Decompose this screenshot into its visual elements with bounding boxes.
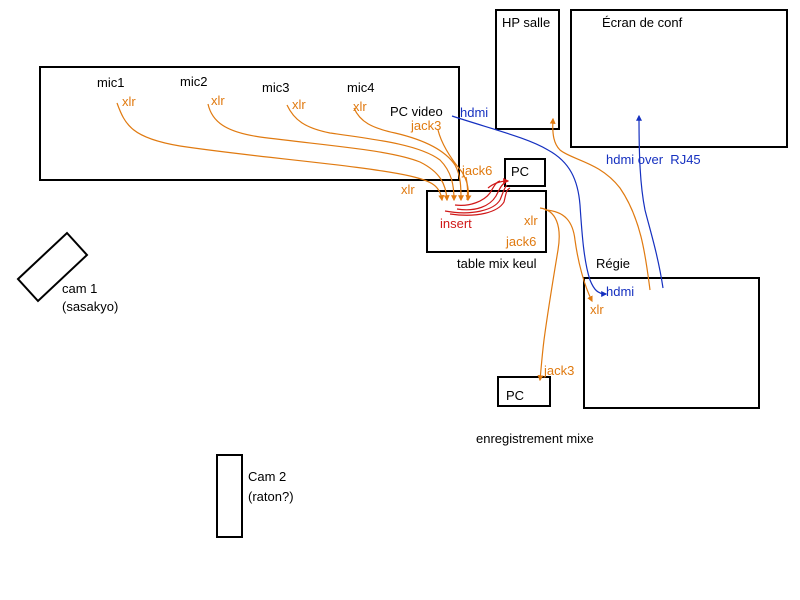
hdmi-over-rj45-label: hdmi over RJ45 <box>606 152 701 167</box>
insert-label: insert <box>440 216 472 231</box>
cam2-name: Cam 2 <box>248 469 287 484</box>
insert-loop-2 <box>456 182 506 211</box>
pc-video-hdmi-cable <box>451 115 608 297</box>
mic3-xlr-label: xlr <box>292 97 306 112</box>
regie-xlr-label: xlr <box>590 302 604 317</box>
recording-pc-box <box>497 376 551 407</box>
mixer-box <box>426 190 547 253</box>
mic2-cable <box>207 103 450 202</box>
mic3-label: mic3 <box>262 80 290 95</box>
cam1-name: cam 1 <box>62 281 98 296</box>
pc-video-jack-cable <box>437 129 472 202</box>
recording-jack3-label: jack3 <box>544 363 575 378</box>
hdmi-over-rj45-cable <box>636 114 664 289</box>
mixer-pc-box <box>504 158 546 187</box>
recording-label: enregistrement mixe <box>476 431 594 446</box>
ecran-box <box>570 9 788 148</box>
insert-arrow <box>487 178 510 189</box>
mic2-label: mic2 <box>180 74 208 89</box>
insert-loop-4 <box>449 187 511 216</box>
regie-label: Régie <box>596 256 630 271</box>
mic3-cable <box>286 104 457 202</box>
mic4-cable <box>353 107 464 202</box>
mic1-xlr-label: xlr <box>122 94 136 109</box>
pc-video-hdmi-label: hdmi <box>460 105 489 120</box>
hp-salle-label: HP salle <box>502 15 551 30</box>
cam1-model: (sasakyo) <box>62 299 119 314</box>
jack6-label: jack6 <box>462 163 493 178</box>
mixer-label: table mix keul <box>457 256 537 271</box>
ecran-label: Écran de conf <box>602 15 683 30</box>
regie-box <box>583 277 760 409</box>
cam1-box <box>16 231 89 303</box>
mic4-label: mic4 <box>347 80 375 95</box>
mixer-jack6-label: jack6 <box>506 234 537 249</box>
mic1-label: mic1 <box>97 75 125 90</box>
pc-video-label: PC video <box>390 104 443 119</box>
mixer-xlr-label: xlr <box>524 213 538 228</box>
mic4-xlr-label: xlr <box>353 99 367 114</box>
stage-box <box>39 66 460 181</box>
mixer-pc-label: PC <box>511 164 530 179</box>
cam2-box <box>216 454 243 538</box>
hp-salle-box <box>495 9 560 130</box>
regie-to-hp-cable <box>549 117 651 291</box>
mixer-to-recording-cable <box>537 207 560 382</box>
recording-pc-label: PC <box>506 388 525 403</box>
jack6-cable <box>465 176 469 201</box>
regie-hdmi-label: hdmi <box>606 284 635 299</box>
mic2-xlr-label: xlr <box>211 93 225 108</box>
mixer-to-regie-cable <box>544 209 593 303</box>
stage-xlr-label: xlr <box>401 182 415 197</box>
cam2-model: (raton?) <box>248 489 294 504</box>
pc-video-jack3-label: jack3 <box>411 118 442 133</box>
insert-loop-3 <box>444 184 508 214</box>
mic1-cable <box>116 102 445 202</box>
